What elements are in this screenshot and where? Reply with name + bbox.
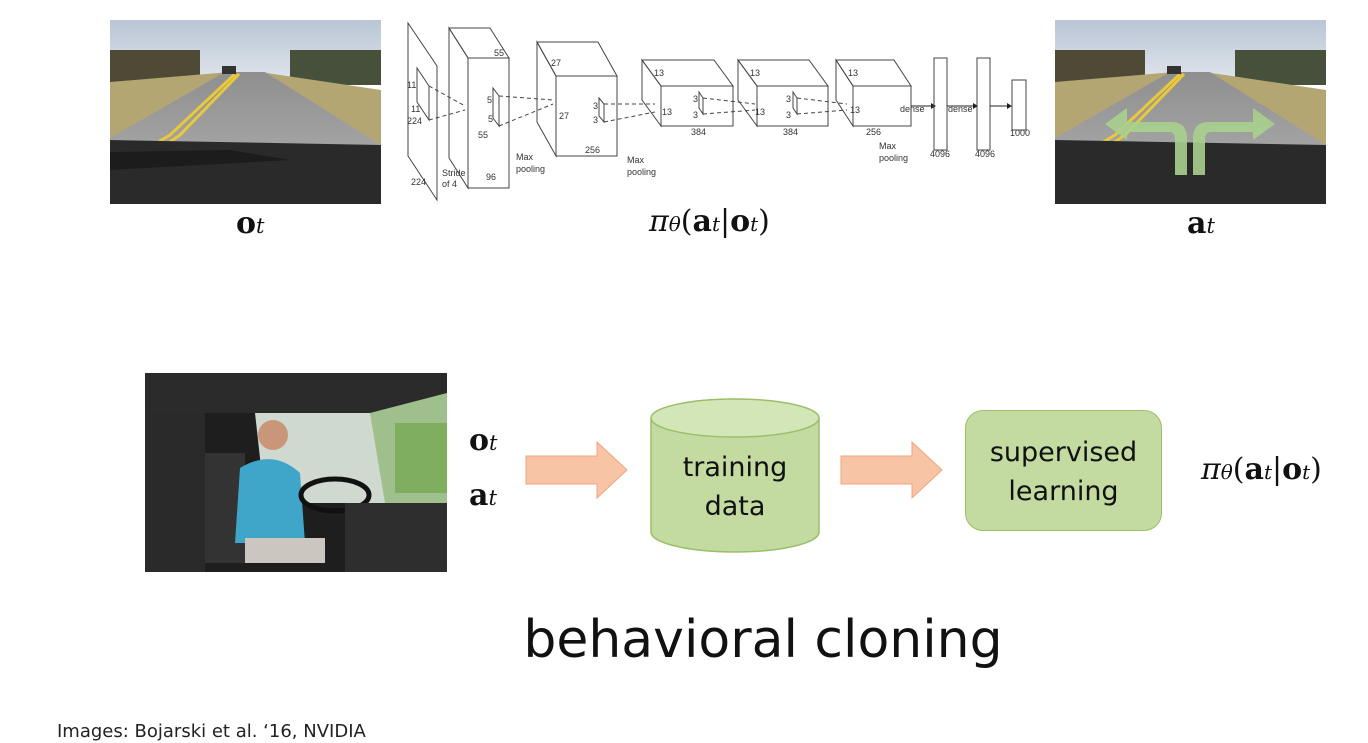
supervised-learning-box: supervised learning: [965, 410, 1162, 531]
cnn-architecture-diagram: 11 11 224 224 Stride of 4 55 55 96 5 5 M…: [405, 18, 1030, 203]
policy-label-bottom: πθ(at|ot): [1201, 452, 1322, 487]
cnn-stride-label-2: of 4: [442, 179, 457, 189]
cnn-conv3-block: 13 13 384 3 3: [641, 58, 756, 137]
cnn-input-w: 224: [411, 177, 426, 187]
policy-label-top: πθ(at|ot): [649, 204, 770, 239]
action-label-top: at: [1187, 206, 1215, 241]
driver-cab-graphic: [145, 373, 447, 572]
road-scene-graphic: [110, 20, 381, 204]
flow-arrow-to-supervised-learning: [840, 440, 944, 500]
cnn-conv4-k1: 3: [786, 94, 791, 104]
cnn-conv4-k2: 3: [786, 110, 791, 120]
cnn-conv2-top: 27: [551, 58, 561, 68]
cnn-dense2-size: 4096: [975, 149, 995, 159]
cnn-conv2-depth: 256: [585, 145, 600, 155]
cnn-dense1-label: dense: [900, 104, 925, 114]
cnn-input-k2: 11: [411, 104, 420, 114]
road-scene-with-arrows-graphic: [1055, 20, 1326, 204]
cnn-pool2-label-2: pooling: [627, 167, 656, 177]
cnn-conv1-block: 55 55 96 5 5 Max pooling: [448, 26, 554, 190]
cnn-conv4-side: 13: [755, 107, 765, 117]
training-data-line1: training: [682, 452, 788, 483]
right-arrow-icon: [525, 440, 628, 500]
road-action-photo: [1055, 20, 1326, 204]
flow-arrow-to-training-data: [525, 440, 629, 500]
cnn-pool5-label: Max: [879, 141, 897, 151]
training-data-cylinder: training data: [650, 398, 820, 554]
cnn-conv5-side: 13: [850, 105, 860, 115]
cnn-pool1-label: Max: [516, 152, 534, 162]
cnn-conv2-k2: 3: [593, 115, 598, 125]
cnn-pool1-label-2: pooling: [516, 164, 545, 174]
observation-label-bottom: ot: [469, 423, 498, 458]
observation-label-top: ot: [236, 206, 265, 241]
supervised-learning-line1: supervised: [989, 437, 1138, 468]
cnn-conv1-k1: 5: [487, 95, 492, 105]
cnn-dense1-layer: dense 4096: [900, 57, 978, 159]
cnn-conv3-side: 13: [662, 107, 672, 117]
cnn-conv4-top: 13: [750, 68, 760, 78]
cnn-dense1-size: 4096: [930, 149, 950, 159]
slide-title: behavioral cloning: [523, 610, 1003, 670]
cnn-pool5-label-2: pooling: [879, 153, 908, 163]
cnn-conv1-top: 55: [494, 48, 504, 58]
cnn-conv4-block: 13 13 384 3 3: [737, 58, 848, 137]
cnn-input-k1: 11: [407, 80, 416, 90]
training-data-line2: data: [704, 491, 766, 522]
cnn-dense2-layer: dense 4096: [948, 57, 1012, 159]
cnn-conv3-depth: 384: [691, 127, 706, 137]
cnn-conv3-k1: 3: [693, 94, 698, 104]
database-cylinder-icon: [650, 398, 820, 553]
cnn-output-size: 1000: [1010, 128, 1030, 138]
cnn-stride-label: Stride: [442, 168, 466, 178]
cnn-conv2-side: 27: [559, 111, 569, 121]
cnn-conv1-k2: 5: [488, 114, 493, 124]
cnn-dense2-label: dense: [948, 104, 973, 114]
truck-driver-photo: [145, 373, 447, 572]
cnn-pool2-label: Max: [627, 155, 645, 165]
action-label-bottom: at: [469, 478, 497, 513]
cnn-input-layer: 11 11 224 224 Stride of 4: [407, 21, 466, 202]
cnn-conv1-depth: 96: [486, 172, 496, 182]
cnn-output-layer: 1000: [1010, 79, 1030, 138]
cnn-conv5-depth: 256: [866, 127, 881, 137]
cnn-conv3-top: 13: [654, 68, 664, 78]
cnn-conv3-k2: 3: [693, 110, 698, 120]
turn-arrows-icon: [1105, 108, 1275, 175]
cnn-conv5-top: 13: [848, 68, 858, 78]
cnn-conv2-block: 27 27 256 3 3 Max pooling: [536, 40, 656, 177]
supervised-learning-line2: learning: [1008, 476, 1119, 507]
cnn-conv1-side: 55: [478, 130, 488, 140]
cnn-conv4-depth: 384: [783, 127, 798, 137]
cnn-conv5-block: 13 13 256 Max pooling: [835, 58, 936, 163]
cnn-conv2-k1: 3: [593, 101, 598, 111]
cnn-input-h: 224: [407, 116, 422, 126]
image-credit: Images: Bojarski et al. ‘16, NVIDIA: [57, 721, 366, 742]
right-arrow-icon: [840, 440, 943, 500]
road-observation-photo: [110, 20, 381, 204]
